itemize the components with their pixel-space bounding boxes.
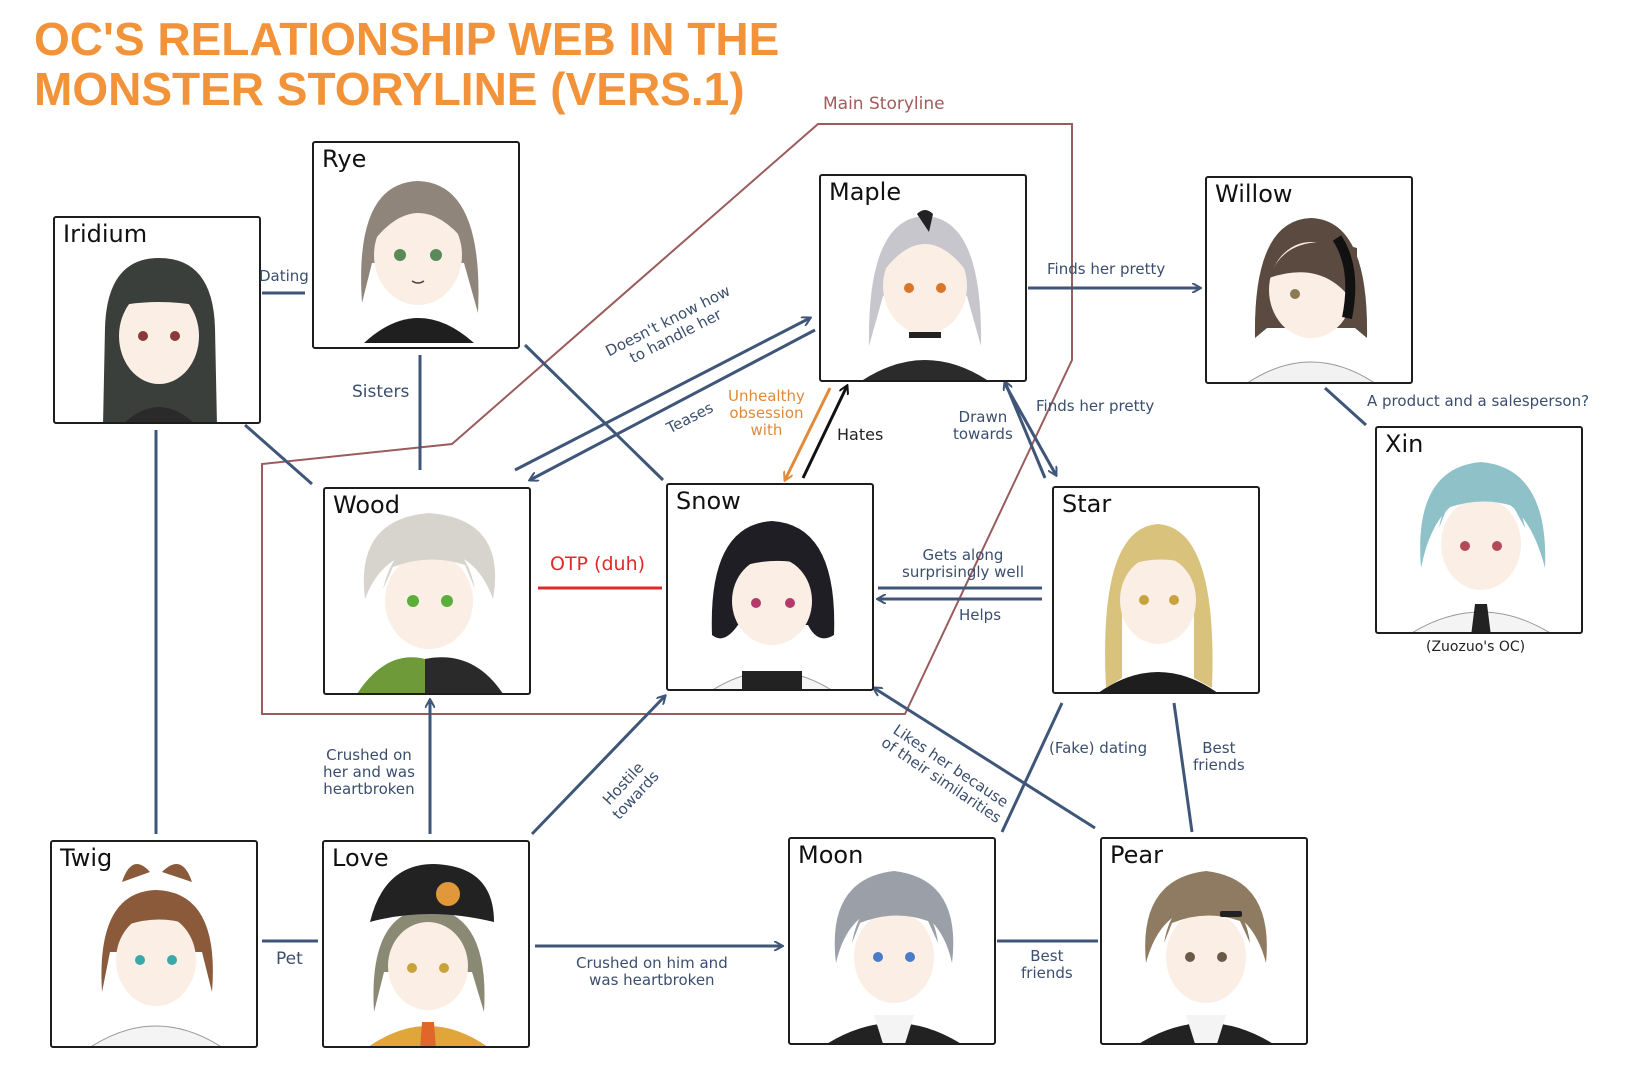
arrow-love-snow [530,696,665,836]
label-crushed-wood: Crushed on her and was heartbroken [323,747,415,798]
character-name: Rye [322,145,367,173]
card-rye: Rye [312,141,520,349]
character-name: Iridium [63,220,148,248]
wood-portrait-icon [357,513,503,693]
label-crushed-wood-line-3: heartbroken [323,780,415,798]
label-gets-along-line-1: Gets along [922,546,1004,564]
xin-portrait-icon [1412,462,1550,632]
card-star: Star [1052,486,1260,694]
label-drawn-line-2: towards [953,425,1013,443]
link-star-moon [1000,702,1064,833]
card-willow: Willow [1205,176,1413,384]
character-name: Xin [1385,430,1424,458]
label-gets-along: Gets along surprisingly well [902,547,1024,581]
star-portrait-icon [1099,524,1217,692]
label-drawn-line-1: Drawn [958,408,1008,426]
label-finds-pretty-willow: Finds her pretty [1047,260,1166,278]
link-rye-snow [523,343,665,482]
label-crushed-moon-line-2: was heartbroken [589,971,715,989]
label-gets-along-line-2: surprisingly well [902,563,1024,581]
label-sisters: Sisters [352,382,410,402]
label-unhealthy-line-3: with [750,421,783,439]
title-line-2: MONSTER STORYLINE (VERS.1) [34,63,745,115]
character-name: Star [1062,490,1112,518]
maple-portrait-icon [863,210,987,380]
label-main-storyline: Main Storyline [823,94,945,114]
arrow-wood-maple [514,318,810,472]
label-zuozuo-oc: (Zuozuo's OC) [1426,639,1526,655]
card-moon: Moon [788,837,996,1045]
card-love: Love [322,840,530,1048]
iridium-portrait-icon [103,258,217,422]
label-drawn-towards: Drawn towards [953,409,1013,443]
character-name: Willow [1215,180,1293,208]
card-pear: Pear [1100,837,1308,1045]
card-wood: Wood [323,487,531,695]
label-unhealthy-obsession: Unhealthy obsession with [728,388,805,439]
label-best-friends-b-line-2: friends [1021,964,1073,982]
label-best-friends-star-pear: Best friends [1193,740,1245,774]
moon-portrait-icon [828,871,960,1043]
character-name: Pear [1110,841,1163,869]
label-product-salesperson: A product and a salesperson? [1367,392,1590,410]
character-name: Maple [829,178,902,206]
arrow-snow-maple-obsession [785,387,832,480]
card-twig: Twig [50,840,258,1048]
character-name: Moon [798,841,864,869]
page-title: OC'S RELATIONSHIP WEB IN THE MONSTER STO… [34,14,779,114]
arrow-star-maple [1005,382,1047,479]
label-hates: Hates [837,425,884,444]
label-helps: Helps [959,606,1002,624]
card-iridium: Iridium [53,216,261,424]
card-maple: Maple [819,174,1027,382]
willow-portrait-icon [1248,218,1374,382]
label-unhealthy-line-2: obsession [729,404,804,422]
link-willow-xin [1323,386,1368,427]
love-portrait-icon [369,864,494,1046]
label-best-friends-b-line-1: Best [1030,947,1064,965]
label-crushed-moon: Crushed on him and was heartbroken [576,955,728,989]
snow-portrait-icon [711,521,835,689]
link-iridium-wood [244,423,313,486]
label-best-friends-moon-pear: Best friends [1021,948,1073,982]
character-name: Snow [676,487,741,515]
character-name: Twig [60,844,113,872]
label-dating: Dating [259,267,309,285]
pear-portrait-icon [1140,871,1272,1043]
title-line-1: OC'S RELATIONSHIP WEB IN THE [34,13,780,65]
arrow-snow-maple-hates [801,386,847,479]
label-crushed-moon-line-1: Crushed on him and [576,954,728,972]
character-name: Wood [333,491,400,519]
character-name: Love [332,844,389,872]
rye-portrait-icon [361,181,479,343]
twig-portrait-icon [91,864,221,1046]
card-snow: Snow [666,483,874,691]
label-unhealthy-line-1: Unhealthy [728,387,805,405]
arrow-pear-snow [874,688,1096,830]
card-xin: Xin [1375,426,1583,634]
label-finds-pretty-star: Finds her pretty [1036,397,1155,415]
label-crushed-wood-line-2: her and was [323,763,415,781]
label-fake-dating: (Fake) dating [1049,739,1148,757]
arrow-maple-wood [530,328,816,480]
label-pet: Pet [276,949,303,969]
link-star-pear [1172,702,1194,833]
label-crushed-wood-line-1: Crushed on [326,746,412,764]
label-otp: OTP (duh) [550,553,646,575]
label-best-friends-a-line-2: friends [1193,756,1245,774]
label-best-friends-a-line-1: Best [1202,739,1236,757]
